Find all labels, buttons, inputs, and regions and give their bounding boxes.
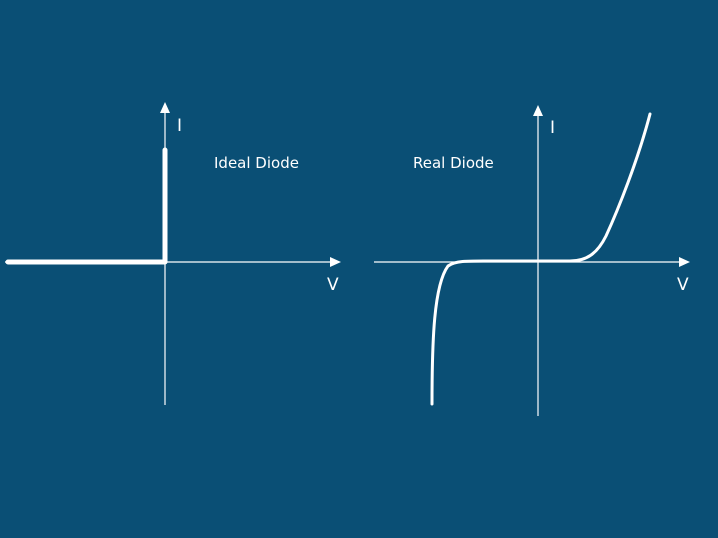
ideal-y-axis-label: I xyxy=(177,116,182,136)
real-diode-curve xyxy=(430,112,652,406)
real-diode-title: Real Diode xyxy=(413,154,494,172)
ideal-diode-curve xyxy=(5,147,168,265)
ideal-diode-title: Ideal Diode xyxy=(214,154,299,172)
ideal-y-axis-arrow xyxy=(160,102,170,113)
real-diode-panel: I V Real Diode xyxy=(374,105,690,416)
real-x-axis-label: V xyxy=(677,275,689,295)
ideal-x-axis-label: V xyxy=(327,275,339,295)
ideal-x-axis-arrow xyxy=(330,257,341,267)
ideal-diode-panel: I V Ideal Diode xyxy=(5,102,341,405)
real-y-axis-label: I xyxy=(550,118,555,138)
real-x-axis-arrow xyxy=(679,257,690,267)
real-y-axis-arrow xyxy=(533,105,543,116)
